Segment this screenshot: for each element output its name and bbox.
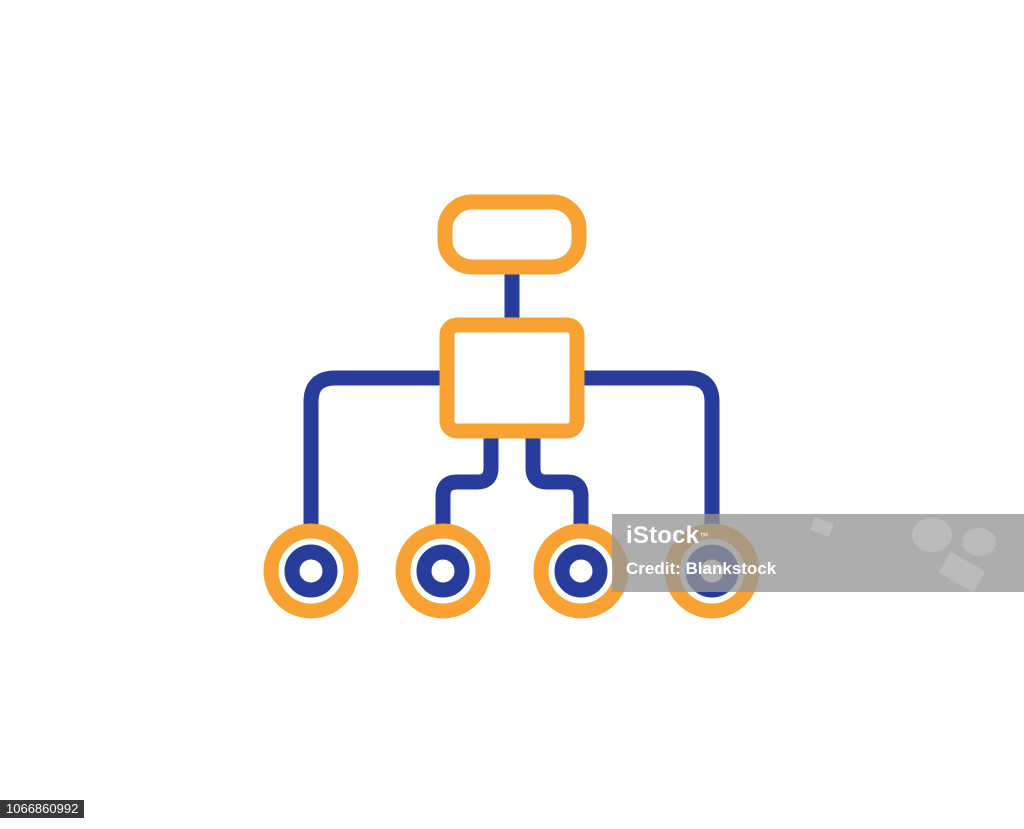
watermark-shape (962, 528, 996, 556)
node-2-center (416, 544, 470, 598)
center-box (439, 317, 585, 439)
watermark-shape (810, 517, 834, 537)
right-outer-connector (582, 370, 720, 526)
node-1-ring (263, 523, 359, 619)
watermark-overlay: iStock™ Credit: Blankstock (612, 514, 1024, 592)
node-2-ring (395, 523, 491, 619)
left-outer-connector (303, 370, 442, 526)
node-3-ring (533, 523, 629, 619)
watermark-brand: iStock™ (626, 522, 708, 550)
top-pill (437, 194, 587, 275)
node-1-center (284, 544, 338, 598)
watermark-trademark: ™ (699, 531, 709, 541)
right-inner-connector (525, 438, 589, 526)
watermark-brand-text: iStock (626, 522, 700, 549)
left-inner-connector (435, 438, 499, 526)
node-3-center (554, 544, 608, 598)
watermark-shape (912, 518, 952, 552)
image-id-label: 1066860992 (0, 800, 85, 818)
watermark-shape (938, 551, 986, 592)
watermark-credit: Credit: Blankstock (626, 559, 777, 578)
connector-lines (303, 273, 720, 526)
